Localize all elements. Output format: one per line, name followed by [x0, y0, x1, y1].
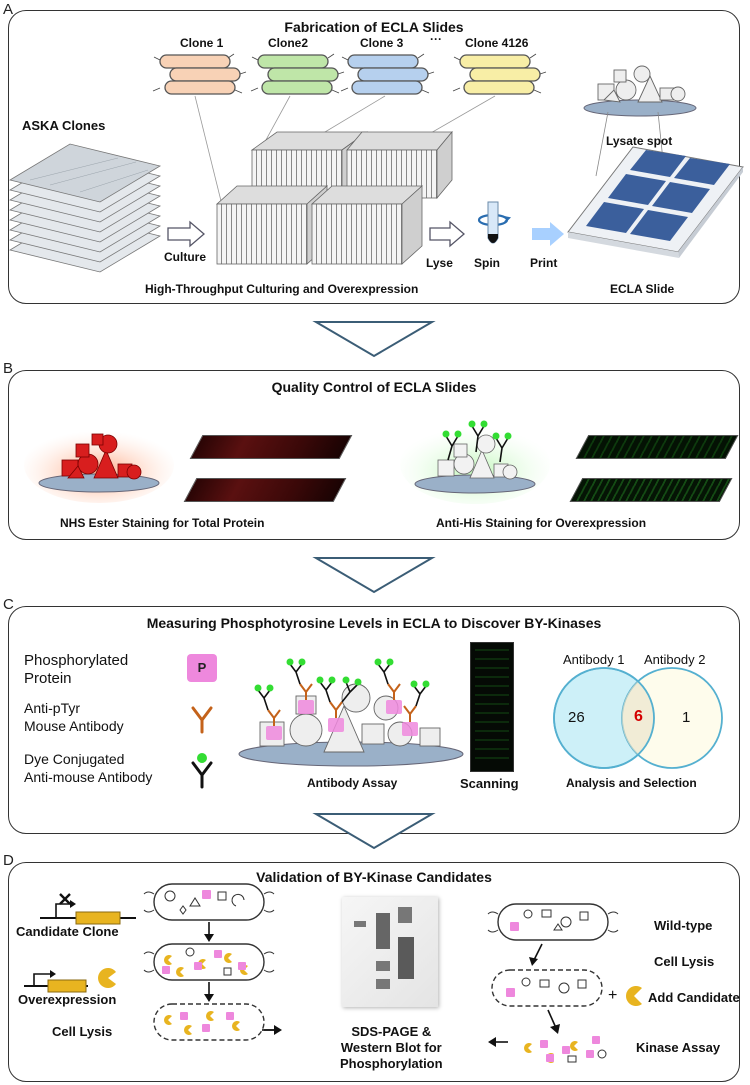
flow-arrow-c-d [312, 813, 436, 850]
anti-ptyr-antibody-icon [191, 706, 213, 734]
venn-overlap-value: 6 [634, 708, 643, 725]
add-candidate-label: Add Candidate [648, 990, 740, 1005]
clone-1-label: Clone 1 [180, 36, 224, 50]
clone-4126-label: Clone 4126 [465, 36, 529, 50]
print-label: Print [530, 256, 558, 270]
lysate-spot-dish [583, 65, 697, 117]
cell-lysis-left-label: Cell Lysis [52, 1024, 113, 1039]
ecla-slide-label: ECLA Slide [610, 282, 675, 296]
legend-anti-ptyr: Anti-pTyr Mouse Antibody [24, 699, 124, 735]
western-blot-image [342, 897, 438, 1007]
analysis-selection-label: Analysis and Selection [566, 776, 697, 790]
spin-tube-icon [477, 201, 512, 244]
culture-arrow [167, 220, 205, 248]
venn-only2-value: 1 [682, 709, 691, 726]
clone-2-label: Clone2 [268, 36, 309, 50]
flow-arrow-b-c [312, 557, 436, 594]
aska-plate-stack [8, 143, 162, 273]
legend-phos-line1: Phosphorylated [24, 652, 129, 669]
scanning-slide-image [470, 642, 514, 772]
lyse-label: Lyse [426, 256, 453, 270]
sds-line1: SDS-PAGE & [351, 1024, 432, 1039]
lysate-spot-label: Lysate spot [606, 134, 673, 148]
legend-antiptyr-line1: Anti-pTyr [24, 700, 81, 716]
add-candidate-kinase-icon [626, 986, 642, 1006]
p-symbol-text: P [197, 660, 207, 675]
ellipsis-label: ··· [430, 32, 442, 46]
panel-b-title: Quality Control of ECLA Slides [271, 379, 477, 395]
overexpression-construct-icon [24, 968, 116, 993]
nhs-scan-slide-1 [189, 435, 353, 459]
nhs-scan-slide-2 [183, 478, 347, 502]
legend-dye-line1: Dye Conjugated [24, 751, 125, 767]
legend-phos-line2: Protein [24, 670, 72, 687]
sds-line2: Western Blot for [340, 1040, 442, 1055]
arrow-kinase-to-western [488, 1037, 508, 1047]
panel-c-title: Measuring Phosphotyrosine Levels in ECLA… [146, 615, 602, 631]
legend-phosphorylated-protein: Phosphorylated Protein [24, 652, 128, 688]
scanning-label: Scanning [460, 776, 519, 791]
clone-4126-bacteria [459, 54, 541, 95]
arrow-to-western [262, 1025, 282, 1035]
validation-right-cells [487, 903, 619, 1063]
cell-lysis-right-label: Cell Lysis [654, 954, 715, 969]
panel-a-title: Fabrication of ECLA Slides [284, 19, 464, 35]
panel-d-title: Validation of BY-Kinase Candidates [256, 869, 492, 885]
venn-diagram [553, 667, 723, 769]
overexpression-label: Overexpression [18, 992, 117, 1007]
htp-culturing-label: High-Throughput Culturing and Overexpres… [145, 282, 419, 296]
ecla-slide-illustration [567, 111, 744, 258]
flow-arrow-a-b [312, 321, 436, 358]
nhs-stained-dish [24, 427, 174, 503]
plus-sign: + [608, 987, 618, 1004]
culture-block-array [215, 130, 453, 265]
print-arrow [532, 222, 564, 246]
antibody-assay-label: Antibody Assay [307, 776, 398, 790]
validation-left-cells [143, 883, 275, 1041]
sds-line3: Phosphorylation [340, 1056, 443, 1071]
candidate-clone-label: Candidate Clone [16, 924, 119, 939]
clone-3-label: Clone 3 [360, 36, 404, 50]
candidate-gene-construct-icon [40, 893, 136, 925]
venn-set1-name: Antibody 1 [563, 652, 625, 667]
spin-label: Spin [474, 256, 500, 270]
lyse-arrow [429, 220, 465, 248]
his-scan-slide-2 [569, 478, 733, 502]
panel-a-letter: A [3, 1, 14, 18]
venn-only1-value: 26 [568, 709, 585, 726]
kinase-assay-label: Kinase Assay [636, 1040, 721, 1055]
anti-his-label: Anti-His Staining for Overexpression [436, 516, 647, 530]
panel-b-letter: B [3, 360, 14, 377]
aska-clones-label: ASKA Clones [22, 118, 106, 133]
clone-1-bacteria [159, 54, 241, 95]
anti-his-stained-dish [400, 420, 550, 504]
clone-3-bacteria [347, 54, 429, 95]
dye-antibody-icon [191, 753, 213, 789]
panel-d-letter: D [3, 852, 14, 869]
panel-c-letter: C [3, 596, 14, 613]
legend-dye-antibody: Dye Conjugated Anti-mouse Antibody [24, 750, 152, 786]
venn-set2-name: Antibody 2 [644, 652, 706, 667]
p-symbol-icon: P [187, 654, 217, 682]
wild-type-label: Wild-type [654, 918, 713, 933]
legend-dye-line2: Anti-mouse Antibody [24, 769, 153, 785]
nhs-ester-label: NHS Ester Staining for Total Protein [60, 516, 265, 530]
clone-2-bacteria [257, 54, 339, 95]
legend-antiptyr-line2: Mouse Antibody [24, 718, 124, 734]
clone-bacteria-illustration [152, 53, 547, 206]
his-scan-slide-1 [575, 435, 739, 459]
culture-label: Culture [164, 250, 206, 264]
antibody-assay-dish [238, 658, 464, 767]
sds-page-label: SDS-PAGE & Western Blot for Phosphorylat… [340, 1024, 443, 1072]
